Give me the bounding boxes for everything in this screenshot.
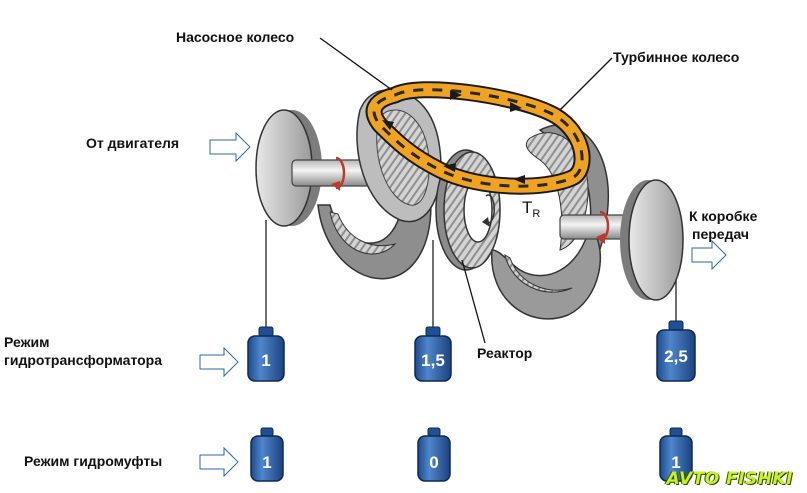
weight-coupling-1b: 1	[659, 427, 693, 482]
watermark-logo: AVTO FISHKI	[666, 469, 793, 489]
weight-converter-1: 1	[247, 326, 285, 382]
label-turbine-wheel: Турбинное колесо	[613, 49, 740, 65]
label-reactor: Реактор	[477, 345, 533, 361]
arrow-from-engine	[209, 131, 251, 163]
arrow-to-gearbox	[691, 239, 727, 271]
torque-symbol-subscript: R	[532, 208, 540, 220]
weight-converter-1-label: 1	[261, 351, 270, 370]
leader-lines	[319, 37, 613, 344]
weight-converter-1-5-label: 1,5	[421, 351, 445, 370]
label-converter-mode-line2: гидротрансформатора	[4, 352, 163, 368]
weight-converter-2-5: 2,5	[656, 320, 696, 382]
torque-symbol-letter: T	[522, 198, 532, 217]
label-pump-wheel: Насосное колесо	[176, 29, 295, 45]
torque-symbol: TR	[522, 198, 540, 220]
label-to-gearbox-line2: передач	[692, 226, 750, 242]
output-disc	[620, 179, 684, 301]
arrow-converter-mode	[199, 346, 239, 378]
label-coupling-mode: Режим гидромуфты	[24, 453, 163, 469]
arrow-coupling-mode	[199, 446, 239, 478]
weight-coupling-0-label: 0	[429, 453, 438, 472]
weight-coupling-1: 1	[250, 427, 284, 482]
label-converter-mode-line1: Режим	[4, 334, 50, 350]
weight-converter-1-5: 1,5	[414, 326, 452, 382]
label-to-gearbox-line1: К коробке	[689, 208, 758, 224]
weight-coupling-1b-label: 1	[671, 453, 680, 472]
weight-coupling-0: 0	[417, 427, 451, 482]
oil-flow-loop	[365, 81, 591, 195]
weight-converter-2-5-label: 2,5	[664, 347, 688, 366]
weight-coupling-1-label: 1	[262, 453, 271, 472]
label-from-engine: От двигателя	[86, 135, 180, 151]
